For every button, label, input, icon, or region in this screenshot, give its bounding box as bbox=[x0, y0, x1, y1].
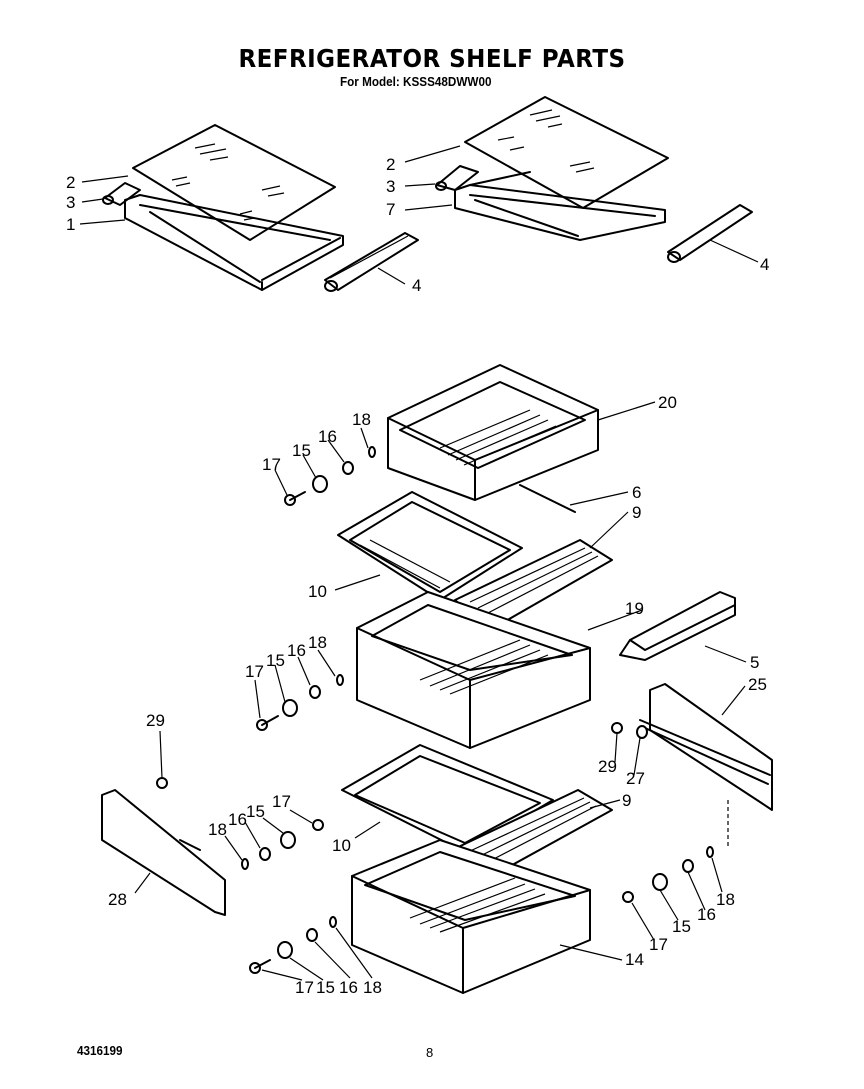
callout-16: 16 bbox=[228, 810, 247, 829]
hardware-set-middle bbox=[256, 674, 344, 731]
shelf-frame-left bbox=[124, 194, 344, 291]
shelf-side-rail-left bbox=[102, 182, 141, 206]
callout-16: 16 bbox=[318, 427, 337, 446]
callout-9: 9 bbox=[622, 791, 631, 810]
callout-3: 3 bbox=[66, 193, 75, 212]
callout-18: 18 bbox=[208, 820, 227, 839]
callout-25: 25 bbox=[748, 675, 767, 694]
callout-16: 16 bbox=[697, 905, 716, 924]
crisper-cover-glass-upper bbox=[337, 491, 523, 601]
crisper-support-left bbox=[101, 789, 226, 916]
callout-17: 17 bbox=[245, 662, 264, 681]
crisper-trim-channel bbox=[619, 591, 736, 661]
callout-17: 17 bbox=[272, 792, 291, 811]
trim-piece-left bbox=[324, 232, 419, 292]
document-number: 4316199 bbox=[77, 1043, 123, 1058]
glass-shelf-right bbox=[464, 96, 669, 209]
crisper-cover-glass-lower bbox=[341, 744, 554, 853]
crisper-support-right bbox=[639, 683, 773, 811]
glass-shelf-left bbox=[132, 124, 336, 241]
callout-15: 15 bbox=[292, 441, 311, 460]
leader-lines bbox=[79, 145, 759, 981]
callout-20: 20 bbox=[658, 393, 677, 412]
callout-27: 27 bbox=[626, 769, 645, 788]
callout-17: 17 bbox=[295, 978, 314, 997]
callout-18: 18 bbox=[308, 633, 327, 652]
callout-16: 16 bbox=[287, 641, 306, 660]
crisper-pan-upper bbox=[387, 364, 599, 501]
hardware-set-right-support bbox=[611, 722, 729, 903]
callout-5: 5 bbox=[750, 653, 759, 672]
callout-10: 10 bbox=[308, 582, 327, 601]
page-number: 8 bbox=[426, 1045, 434, 1060]
crisper-pan-middle bbox=[356, 591, 591, 749]
callout-4: 4 bbox=[760, 255, 769, 274]
shelf-rail-6 bbox=[519, 484, 576, 513]
callout-15: 15 bbox=[246, 802, 265, 821]
callout-15: 15 bbox=[672, 917, 691, 936]
callout-7: 7 bbox=[386, 200, 395, 219]
callout-labels: 1 2 3 4 2 3 7 4 20 18 16 15 17 6 9 10 19… bbox=[66, 155, 769, 997]
callout-2: 2 bbox=[386, 155, 395, 174]
callout-16: 16 bbox=[339, 978, 358, 997]
callout-29: 29 bbox=[146, 711, 165, 730]
callout-29: 29 bbox=[598, 757, 617, 776]
callout-14: 14 bbox=[625, 950, 644, 969]
callout-28: 28 bbox=[108, 890, 127, 909]
shelf-side-rail-right bbox=[435, 165, 531, 191]
page-title: REFRIGERATOR SHELF PARTS bbox=[238, 44, 626, 73]
callout-4: 4 bbox=[412, 276, 421, 295]
callout-6: 6 bbox=[632, 483, 641, 502]
trim-piece-right bbox=[667, 204, 753, 263]
callout-9: 9 bbox=[632, 503, 641, 522]
hardware-set-lower bbox=[249, 916, 337, 974]
callout-15: 15 bbox=[316, 978, 335, 997]
callout-3: 3 bbox=[386, 177, 395, 196]
callout-18: 18 bbox=[352, 410, 371, 429]
hardware-set-upper bbox=[284, 446, 376, 506]
callout-18: 18 bbox=[716, 890, 735, 909]
callout-19: 19 bbox=[625, 599, 644, 618]
callout-15: 15 bbox=[266, 651, 285, 670]
callout-1: 1 bbox=[66, 215, 75, 234]
callout-17: 17 bbox=[649, 935, 668, 954]
callout-17: 17 bbox=[262, 455, 281, 474]
hardware-set-left-support bbox=[156, 777, 324, 870]
callout-2: 2 bbox=[66, 173, 75, 192]
model-subtitle: For Model: KSSS48DWW00 bbox=[340, 74, 492, 89]
callout-18: 18 bbox=[363, 978, 382, 997]
callout-10: 10 bbox=[332, 836, 351, 855]
crisper-pan-lower bbox=[351, 839, 591, 994]
